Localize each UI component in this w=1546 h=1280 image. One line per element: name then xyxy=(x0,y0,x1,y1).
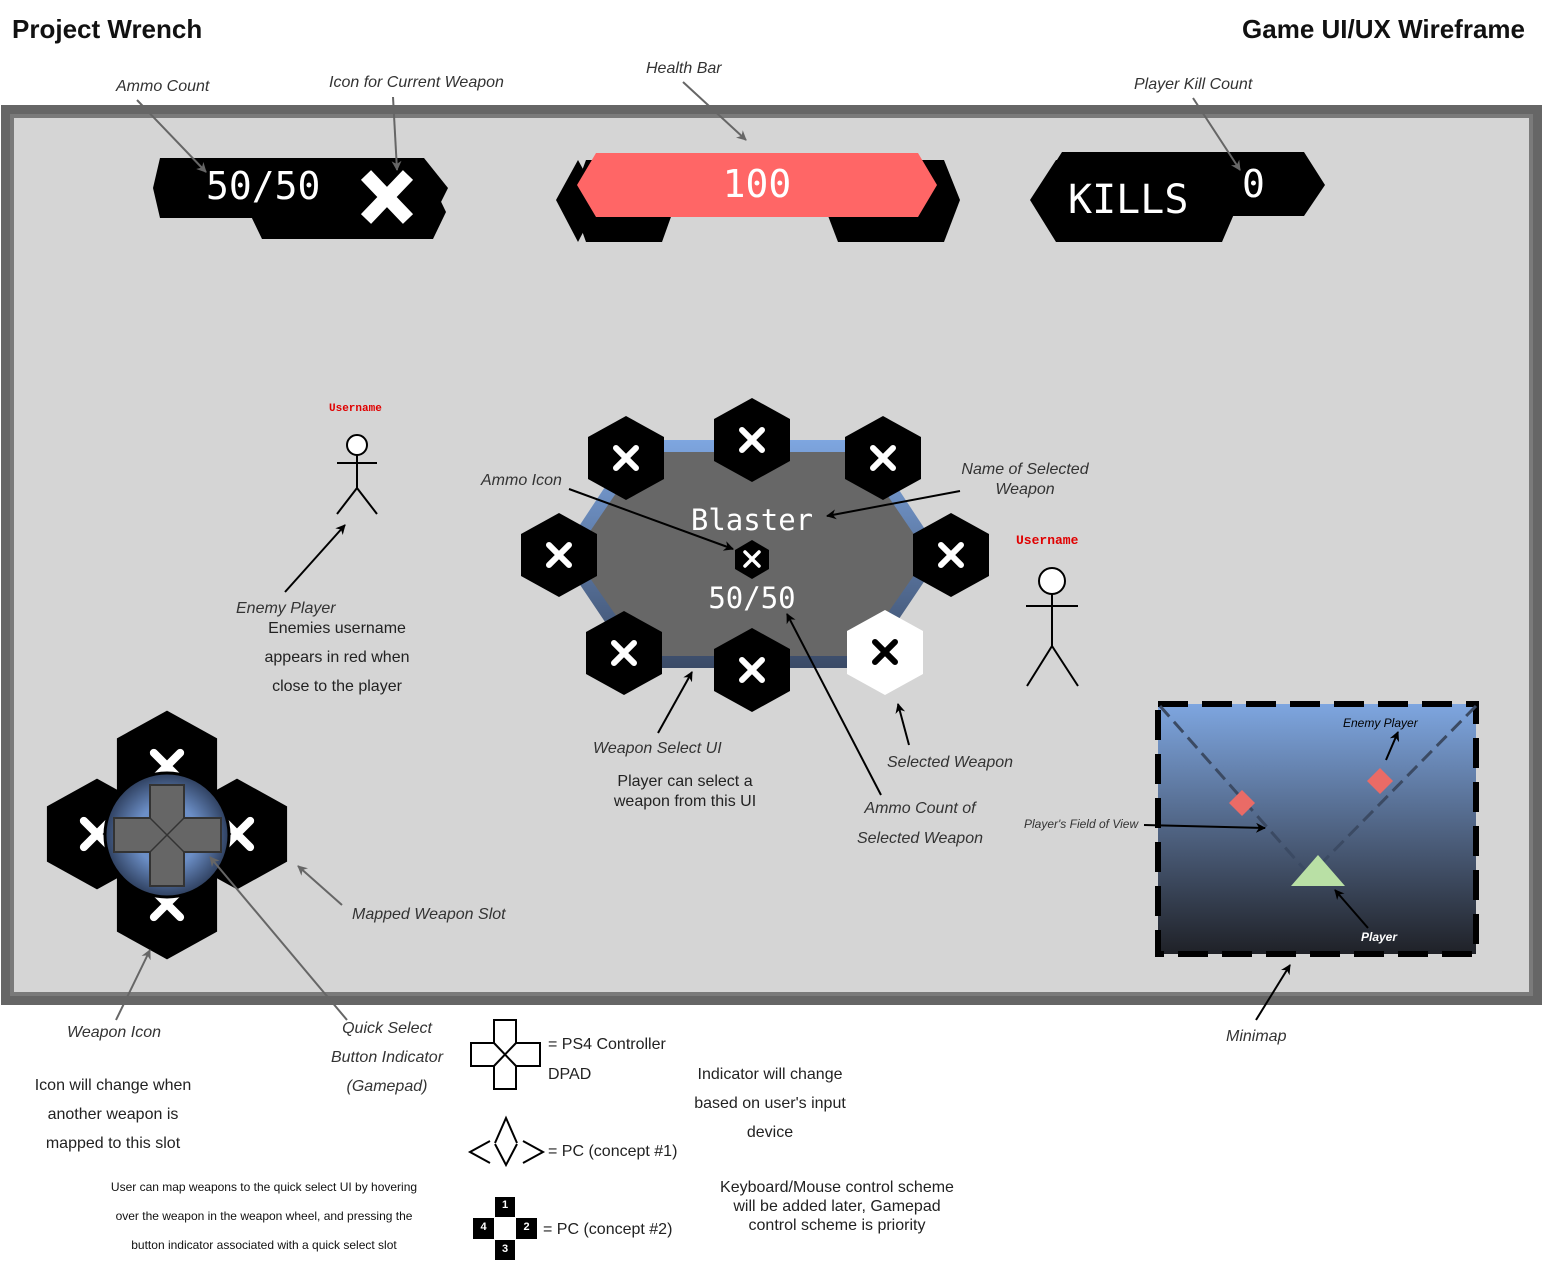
enemy-player-figure xyxy=(336,434,378,515)
health-bar xyxy=(577,153,937,217)
label-ammo-count-selected: Ammo Count of Selected Weapon xyxy=(856,800,983,847)
label-mapped-weapon-slot: Mapped Weapon Slot xyxy=(352,906,506,923)
legend-pc-concept2: = PC (concept #2) xyxy=(543,1221,673,1238)
health-value: 100 xyxy=(722,162,792,206)
health-hud xyxy=(556,153,960,242)
weapon-select-description: Player can select a weapon from this UI xyxy=(613,773,757,810)
ps4-dpad-legend-icon xyxy=(470,1019,541,1090)
mapping-help-text: User can map weapons to the quick select… xyxy=(110,1180,418,1252)
project-title: Project Wrench xyxy=(12,14,203,44)
pc-concept1-legend-icon xyxy=(467,1115,546,1168)
minimap-enemy-icon xyxy=(1229,790,1255,816)
kills-hud xyxy=(1030,152,1325,242)
label-enemy-player: Enemy Player xyxy=(236,600,336,617)
weapon-wheel xyxy=(521,398,989,712)
selected-weapon-slot[interactable] xyxy=(847,610,923,695)
indicator-note: Indicator will change based on user's in… xyxy=(694,1066,846,1141)
player-figure xyxy=(1026,567,1079,687)
label-field-of-view: Player's Field of View xyxy=(1024,817,1139,831)
label-weapon-icon: Weapon Icon xyxy=(67,1024,161,1041)
label-minimap: Minimap xyxy=(1226,1028,1287,1045)
annotation-arrows xyxy=(115,81,1241,1021)
kills-count: 0 xyxy=(1242,162,1265,206)
minimap-player-label: Player xyxy=(1361,930,1398,944)
label-ammo-count: Ammo Count xyxy=(116,78,210,95)
label-ammo-icon: Ammo Icon xyxy=(481,472,562,489)
enemy-description: Enemies username appears in red when clo… xyxy=(264,620,410,695)
minimap xyxy=(1155,701,1479,957)
label-weapon-select-ui: Weapon Select UI xyxy=(593,740,722,757)
key-2: 2 xyxy=(523,1221,530,1233)
selected-weapon-name: Blaster xyxy=(690,503,814,537)
quick-select xyxy=(47,711,287,960)
label-health-bar: Health Bar xyxy=(646,60,722,77)
document-title: Game UI/UX Wireframe xyxy=(1242,14,1525,44)
ammo-count: 50/50 xyxy=(206,164,321,208)
label-quick-select: Quick Select Button Indicator (Gamepad) xyxy=(330,1020,444,1095)
current-weapon-icon xyxy=(360,170,414,224)
player-username: Username xyxy=(1016,533,1079,548)
minimap-enemy-label: Enemy Player xyxy=(1343,716,1418,730)
key-3: 3 xyxy=(501,1243,509,1255)
ammo-hud xyxy=(153,158,448,239)
annotation-arrows-dark xyxy=(284,488,1400,1021)
key-4: 4 xyxy=(480,1221,487,1233)
kills-label: KILLS xyxy=(1068,177,1189,223)
label-name-selected-weapon: Name of Selected Weapon xyxy=(961,461,1089,498)
selected-weapon-ammo: 50/50 xyxy=(708,581,796,615)
minimap-player-icon xyxy=(1291,855,1345,886)
enemy-username: Username xyxy=(329,403,382,415)
label-icon-current-weapon: Icon for Current Weapon xyxy=(329,74,504,91)
legend-ps4: = PS4 Controller DPAD xyxy=(548,1036,666,1083)
key-1: 1 xyxy=(501,1199,509,1211)
label-player-kill-count: Player Kill Count xyxy=(1134,76,1253,93)
weapon-icon-description: Icon will change when another weapon is … xyxy=(34,1077,192,1152)
minimap-enemy-icon xyxy=(1367,768,1393,794)
keyboard-note: Keyboard/Mouse control scheme will be ad… xyxy=(720,1179,954,1234)
pc-concept2-legend-icon xyxy=(473,1197,537,1260)
field-of-view-lines xyxy=(1158,704,1478,872)
ammo-icon xyxy=(735,540,769,579)
legend-pc-concept1: = PC (concept #1) xyxy=(548,1143,678,1160)
label-selected-weapon: Selected Weapon xyxy=(887,754,1014,771)
